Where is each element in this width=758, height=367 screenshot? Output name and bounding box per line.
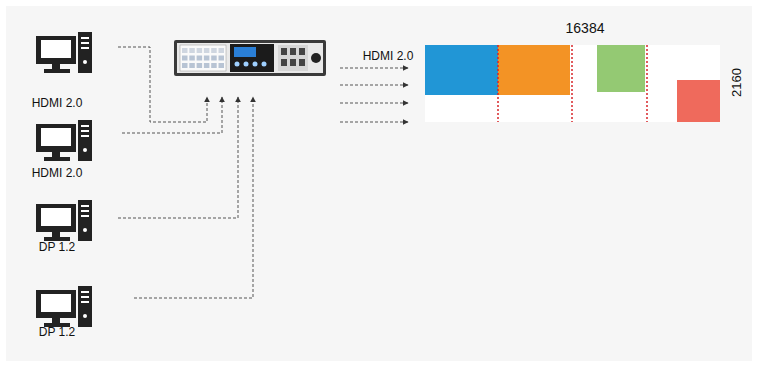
computer-icon <box>36 120 92 161</box>
input-label: HDMI 2.0 <box>32 167 83 181</box>
video-processor <box>174 40 326 76</box>
input-label: DP 1.2 <box>39 241 75 255</box>
background-panel <box>6 6 752 361</box>
split-line <box>571 45 573 122</box>
input-wire <box>122 97 222 133</box>
input-wire <box>118 97 238 218</box>
input-label: HDMI 2.0 <box>32 97 83 111</box>
split-line <box>497 45 499 122</box>
output-wire <box>340 103 408 104</box>
height-dimension: 2160 <box>730 68 745 97</box>
output-wire <box>340 122 408 123</box>
width-dimension: 16384 <box>566 20 605 36</box>
input-label: DP 1.2 <box>39 326 75 340</box>
input-wire <box>118 47 207 122</box>
window-block <box>425 45 498 95</box>
output-wire <box>340 85 408 86</box>
computer-icon <box>36 286 92 327</box>
window-block <box>498 45 570 95</box>
input-wire <box>134 97 253 298</box>
output-wire <box>340 68 408 69</box>
output-label: HDMI 2.0 <box>363 50 414 64</box>
split-line <box>646 45 648 122</box>
computer-icon <box>36 200 92 241</box>
screen-canvas <box>425 45 720 122</box>
computer-icon <box>36 32 92 73</box>
window-block <box>597 45 645 92</box>
window-block <box>677 80 720 122</box>
